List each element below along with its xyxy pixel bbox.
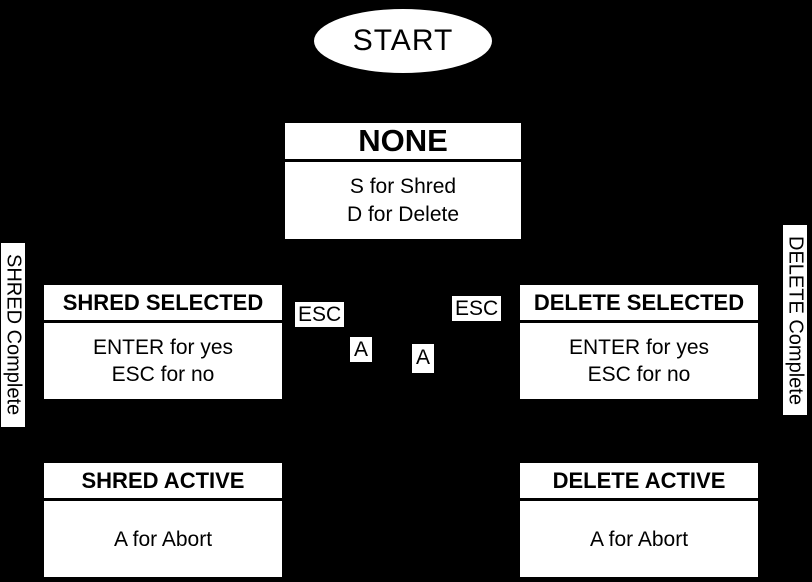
- state-body: A for Abort: [520, 501, 758, 577]
- state-node-delete-active: DELETE ACTIVE A for Abort: [520, 463, 758, 577]
- state-body-line: ESC for no: [111, 363, 215, 386]
- start-node-label: START: [352, 24, 454, 57]
- edge-label-abort-right: A: [412, 344, 435, 373]
- state-body-line: ENTER for yes: [92, 336, 234, 359]
- edge-label-abort-left: A: [350, 337, 373, 362]
- state-title: DELETE SELECTED: [520, 285, 758, 323]
- state-body: S for Shred D for Delete: [285, 162, 521, 239]
- start-node: START: [314, 9, 492, 73]
- state-title: DELETE ACTIVE: [520, 463, 758, 501]
- state-body-line: ENTER for yes: [568, 336, 710, 359]
- state-body-line: A for Abort: [113, 527, 213, 551]
- state-node-shred-active: SHRED ACTIVE A for Abort: [44, 463, 282, 577]
- state-node-shred-selected: SHRED SELECTED ENTER for yes ESC for no: [44, 285, 282, 399]
- edge-label-esc-right: ESC: [452, 296, 502, 321]
- state-body-line: D for Delete: [346, 202, 460, 226]
- state-body-line: ESC for no: [587, 363, 691, 386]
- state-title: SHRED ACTIVE: [44, 463, 282, 501]
- edge-label-delete-complete: DELETE Complete: [783, 225, 807, 415]
- state-body-line: S for Shred: [349, 174, 457, 198]
- state-body: A for Abort: [44, 501, 282, 577]
- state-body: ENTER for yes ESC for no: [44, 323, 282, 399]
- edge-label-shred-complete: SHRED Complete: [1, 243, 25, 427]
- edge-label-esc-left: ESC: [295, 302, 345, 327]
- state-title: NONE: [285, 123, 521, 162]
- state-body-line: A for Abort: [589, 527, 689, 551]
- state-title: SHRED SELECTED: [44, 285, 282, 323]
- state-body: ENTER for yes ESC for no: [520, 323, 758, 399]
- state-node-delete-selected: DELETE SELECTED ENTER for yes ESC for no: [520, 285, 758, 399]
- state-node-none: NONE S for Shred D for Delete: [285, 123, 521, 239]
